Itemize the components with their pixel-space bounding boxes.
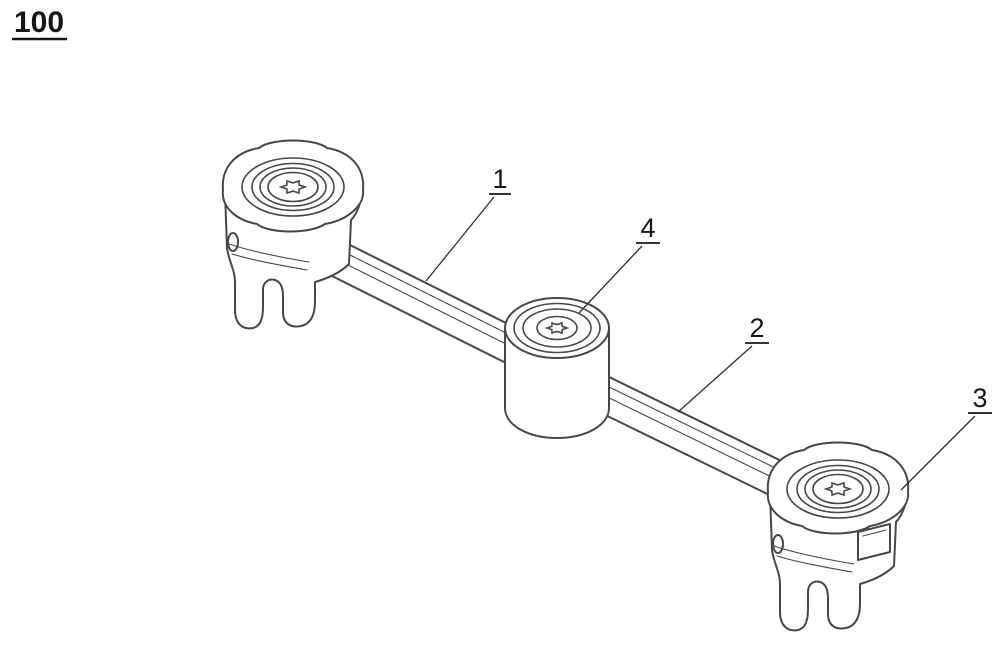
leader-line-4 — [578, 245, 643, 314]
leader-line-2 — [677, 345, 753, 413]
leader-line-1 — [425, 196, 495, 282]
ref-numeral-2: 2 — [749, 313, 764, 343]
center-connector — [504, 297, 610, 439]
right-clamp-window — [857, 523, 891, 561]
ref-numeral-1: 1 — [492, 164, 507, 194]
figure-number: 100 — [14, 6, 64, 39]
right-clamp-window-inner — [862, 529, 887, 537]
leader-line-3 — [900, 415, 976, 491]
left-clamp-head — [221, 139, 365, 330]
right-clamp-head — [766, 441, 910, 632]
ref-numeral-4: 4 — [640, 213, 655, 243]
ref-numeral-3: 3 — [972, 383, 987, 413]
